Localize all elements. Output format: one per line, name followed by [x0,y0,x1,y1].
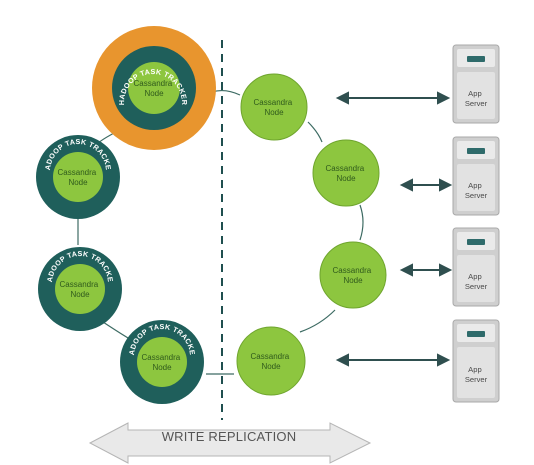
svg-text:App Server: App Server [465,365,488,384]
svg-text:Cassandra Node: Cassandra Node [254,98,295,117]
client-arrows [335,91,453,367]
cassandra-node [55,264,105,314]
cassandra-node [53,152,103,202]
cassandra-node-label: Cassandra Node [58,168,99,187]
double-arrow-icon [399,263,453,277]
cassandra-node-label: Cassandra Node [134,79,175,98]
app-server: App Server [452,227,500,307]
double-arrow-icon [335,353,451,367]
write-replication-arrow: WRITE REPLICATION [88,422,372,464]
double-arrow-icon [335,91,451,105]
hadoop-node-job-tracker: HADOOP TASK TRACKER HADOOP JOB TRACKER C… [92,26,216,163]
write-replication-label: WRITE REPLICATION [162,429,297,444]
cassandra-node-label: Cassandra Node [60,280,101,299]
svg-text:Cassandra Node: Cassandra Node [251,352,292,371]
double-arrow-icon [399,178,453,192]
cassandra-node [137,337,187,387]
app-server: App Server [452,136,500,216]
cassandra-node: Cassandra Node [319,241,387,309]
cassandra-node: Cassandra Node [236,326,306,396]
app-server: App Server [452,319,500,403]
svg-text:Cassandra Node: Cassandra Node [326,164,367,183]
cassandra-node: Cassandra Node [240,73,308,141]
svg-text:App Server: App Server [465,272,488,291]
svg-text:Cassandra Node: Cassandra Node [333,266,374,285]
app-server: App Server [452,44,500,124]
cassandra-node: Cassandra Node [312,139,380,207]
svg-text:App Server: App Server [465,181,488,200]
svg-text:App Server: App Server [465,89,488,108]
cassandra-node-label: Cassandra Node [142,353,183,372]
cassandra-node [128,62,180,114]
